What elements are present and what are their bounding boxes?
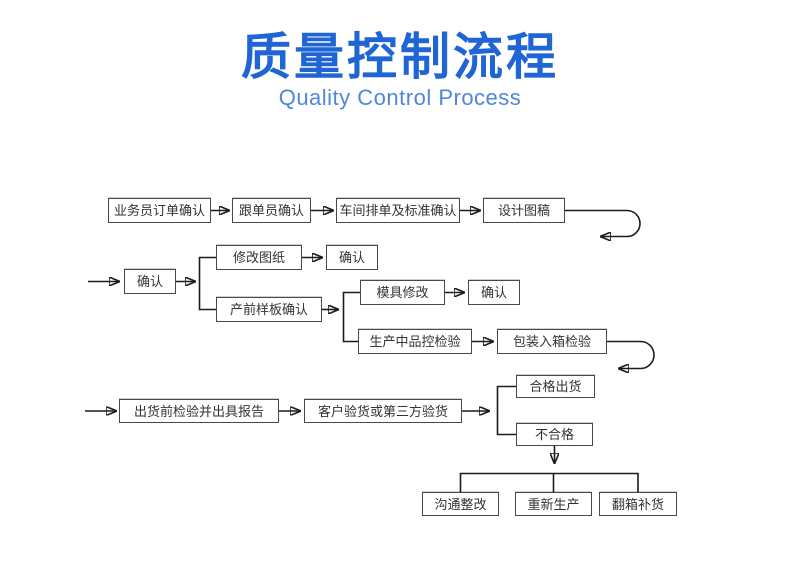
node-in-production-qc: 生产中品控检验 bbox=[358, 329, 472, 354]
page-title: 质量控制流程 bbox=[241, 29, 559, 85]
branch-presample bbox=[342, 291, 360, 343]
tree-unqualified-actions bbox=[459, 472, 639, 492]
node-unqualified: 不合格 bbox=[516, 423, 593, 446]
wrap-loop-row2-icon bbox=[607, 340, 655, 369]
page-subtitle: Quality Control Process bbox=[278, 85, 522, 110]
node-merchandiser-confirmation: 跟单员确认 bbox=[232, 198, 311, 223]
node-qualified-shipment: 合格出货 bbox=[516, 375, 595, 398]
node-preproduction-sample: 产前样板确认 bbox=[216, 297, 322, 322]
node-confirm-2: 确认 bbox=[326, 245, 378, 270]
node-packing-inspection: 包装入箱检验 bbox=[497, 329, 607, 354]
node-design-draft: 设计图稿 bbox=[483, 198, 565, 223]
node-customer-or-thirdparty-inspection: 客户验货或第三方验货 bbox=[304, 399, 462, 423]
node-confirm-1: 确认 bbox=[124, 269, 176, 294]
node-mold-modification: 模具修改 bbox=[360, 280, 445, 305]
node-confirm-3: 确认 bbox=[468, 280, 520, 305]
node-reproduce: 重新生产 bbox=[515, 492, 592, 516]
node-communicate-rectify: 沟通整改 bbox=[422, 492, 499, 516]
title-block: 质量控制流程 Quality Control Process bbox=[0, 30, 800, 111]
branch-confirm1 bbox=[198, 256, 216, 311]
node-workshop-scheduling: 车间排单及标准确认 bbox=[336, 198, 460, 223]
node-drawing-revision: 修改图纸 bbox=[216, 245, 302, 270]
node-preshipment-inspection-report: 出货前检验并出具报告 bbox=[119, 399, 279, 423]
branch-inspection-result bbox=[496, 385, 516, 436]
node-order-confirmation: 业务员订单确认 bbox=[108, 198, 211, 223]
wrap-loop-row1-icon bbox=[565, 209, 641, 237]
node-repack-replenish: 翻箱补货 bbox=[599, 492, 677, 516]
